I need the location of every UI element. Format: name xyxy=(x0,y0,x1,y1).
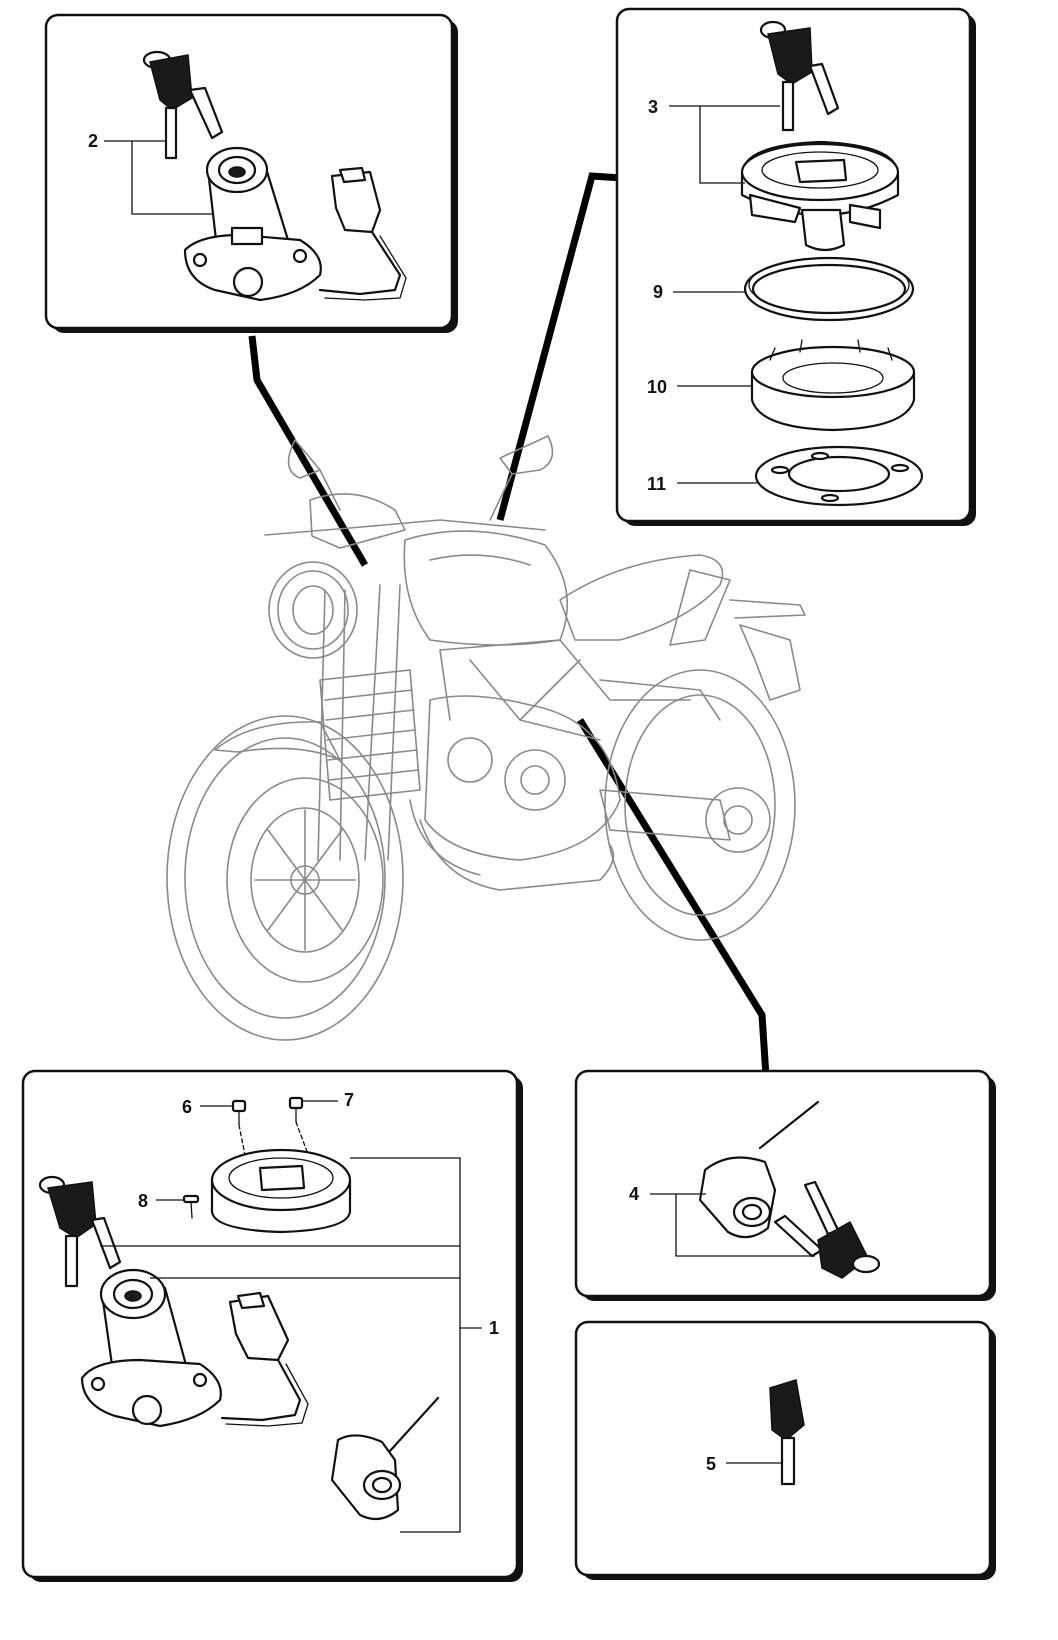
callout-11: 11 xyxy=(647,474,757,494)
callout-6: 6 xyxy=(182,1097,233,1117)
svg-text:4: 4 xyxy=(629,1184,639,1204)
callout-5: 5 xyxy=(706,1454,783,1474)
ignition-key-icon xyxy=(142,50,224,160)
spare-key-icon xyxy=(769,1379,805,1486)
svg-text:5: 5 xyxy=(706,1454,716,1474)
seat-lock-panel: 4 xyxy=(574,1069,996,1301)
svg-text:3: 3 xyxy=(648,97,658,117)
fuel-cap-icon xyxy=(740,140,900,252)
ignition-connector-icon xyxy=(318,166,407,301)
lock-kit-panel: 6 7 8 1 xyxy=(21,1069,523,1582)
key-panel: 5 xyxy=(574,1320,996,1580)
kit-ignition-lock-icon xyxy=(80,1268,222,1428)
kit-fuel-cap-icon xyxy=(210,1148,352,1234)
screw-8-icon xyxy=(182,1194,200,1219)
svg-text:7: 7 xyxy=(344,1090,354,1110)
svg-text:10: 10 xyxy=(647,377,667,397)
svg-text:6: 6 xyxy=(182,1097,192,1117)
svg-text:11: 11 xyxy=(647,474,666,494)
fuel-cap-panel: 3 9 10 11 xyxy=(615,7,976,526)
kit-connector-icon xyxy=(220,1291,309,1427)
seat-lock-icon xyxy=(698,1100,820,1239)
kit-seat-lock-icon xyxy=(330,1396,440,1521)
gasket-plate-icon xyxy=(754,445,924,507)
kit-key-icon xyxy=(38,1175,122,1288)
callout-3: 3 xyxy=(648,97,780,184)
cap-base-icon xyxy=(750,339,916,432)
motorcycle-illustration xyxy=(166,435,806,1041)
connector-ignition-panel xyxy=(248,335,369,567)
svg-text:2: 2 xyxy=(88,131,98,151)
seat-lock-key-icon xyxy=(773,1180,881,1279)
callout-7: 7 xyxy=(302,1090,354,1110)
svg-text:9: 9 xyxy=(653,282,663,302)
callout-8: 8 xyxy=(138,1191,184,1211)
screw-7-icon xyxy=(288,1096,313,1166)
callout-4: 4 xyxy=(629,1184,815,1257)
callout-9: 9 xyxy=(653,282,746,302)
callout-2: 2 xyxy=(88,131,212,215)
callout-10: 10 xyxy=(647,377,752,397)
fuel-cap-key-icon xyxy=(759,20,840,132)
connector-seat-lock-panel xyxy=(577,718,772,1108)
connector-fuel-cap-panel xyxy=(496,172,623,521)
seal-ring-icon xyxy=(743,256,915,322)
svg-text:1: 1 xyxy=(489,1318,499,1338)
callout-1: 1 xyxy=(100,1157,499,1533)
ignition-lock-icon xyxy=(183,146,322,302)
svg-text:8: 8 xyxy=(138,1191,148,1211)
ignition-switch-panel: 2 xyxy=(44,13,458,333)
